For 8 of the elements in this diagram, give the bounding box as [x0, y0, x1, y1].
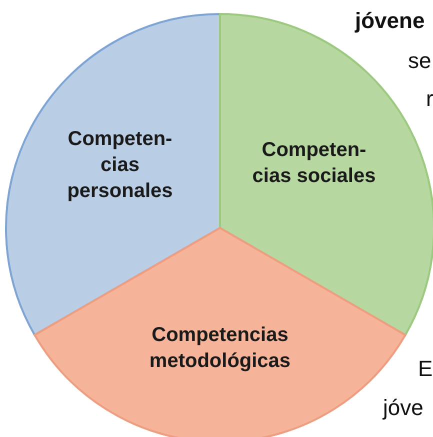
text-fragment: se	[408, 50, 432, 72]
text-fragment: jóve	[383, 397, 424, 419]
text-fragment: r	[426, 88, 433, 110]
text-fragment: E	[418, 358, 433, 380]
slice-label: Competen-cias sociales	[251, 138, 377, 189]
text-fragment: jóvene	[355, 10, 425, 32]
slice-label: Competen-cias personales	[66, 127, 174, 204]
slice-label: Competencias metodológicas	[148, 323, 292, 374]
